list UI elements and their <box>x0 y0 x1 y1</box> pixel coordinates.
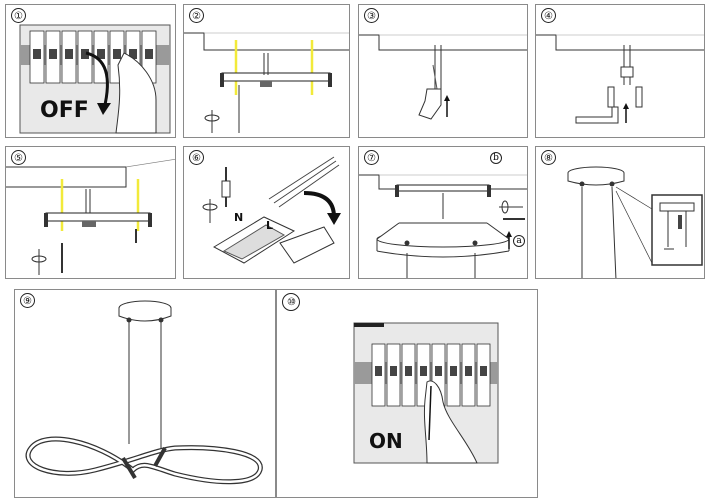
step-7-number: ⑦ <box>364 150 379 165</box>
step-2-number: ② <box>189 8 204 23</box>
step-4-panel: ④ <box>535 4 705 138</box>
step-10-panel: ⑩ ON <box>276 289 538 498</box>
off-label: OFF <box>40 98 89 123</box>
step-3-panel: ③ <box>358 4 528 138</box>
on-label: ON <box>369 429 403 453</box>
step-2-panel: ② <box>183 4 350 138</box>
insert-anchors-illustration <box>536 34 704 124</box>
wiring-connection-illustration: N L <box>202 156 341 264</box>
step-10-number: ⑩ <box>282 293 300 311</box>
step-3-number: ③ <box>364 8 379 23</box>
step-9-number: ⑨ <box>20 293 35 308</box>
substep-b-label: b <box>490 152 502 164</box>
mount-bracket-illustration <box>6 159 175 275</box>
finished-pendant-lamp-illustration <box>25 300 263 485</box>
attach-canopy-illustration <box>359 174 527 278</box>
step-6-number: ⑥ <box>189 150 204 165</box>
substep-a-label: a <box>513 235 525 247</box>
step-6-panel: ⑥ N L <box>183 146 350 279</box>
live-label: L <box>266 219 273 232</box>
neutral-label: N <box>234 211 243 224</box>
step-9-panel: ⑨ <box>14 289 276 498</box>
step-5-panel: ⑤ <box>5 146 176 279</box>
adjust-cable-illustration <box>567 166 703 278</box>
step-4-number: ④ <box>541 8 556 23</box>
breaker-on-illustration: ON <box>353 322 499 464</box>
step-5-number: ⑤ <box>11 150 26 165</box>
step-1-panel: ① OFF <box>5 4 176 138</box>
ceiling-mark-drill-illustration <box>184 32 349 133</box>
step-8-panel: ⑧ <box>535 146 705 279</box>
step-7-panel: ⑦ b a <box>358 146 528 279</box>
step-8-number: ⑧ <box>541 150 556 165</box>
step-1-number: ① <box>11 8 26 23</box>
ceiling-drill-holes-illustration <box>359 34 527 120</box>
breaker-off-illustration: OFF <box>19 24 171 134</box>
